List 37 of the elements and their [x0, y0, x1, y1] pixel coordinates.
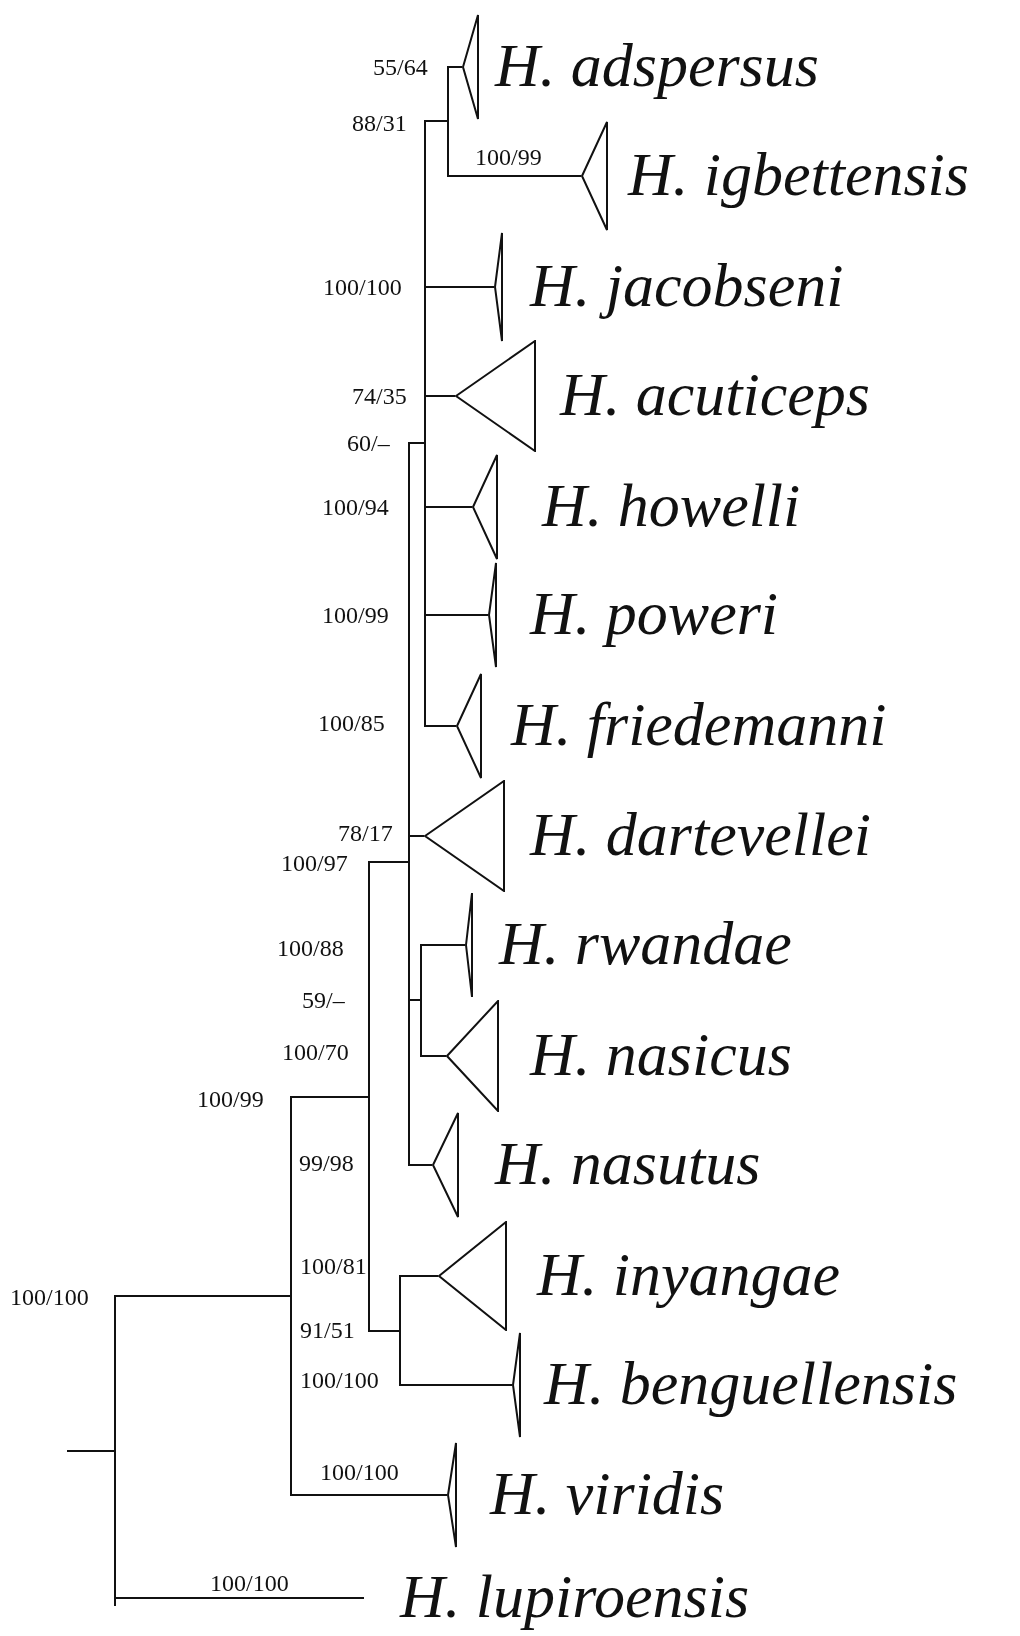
clade-junction-line [420, 944, 422, 1057]
branch-line [369, 1330, 400, 1332]
clade-junction-line [408, 442, 410, 1166]
branch-line [448, 66, 463, 68]
branch-line [369, 861, 409, 863]
branch-line [409, 442, 425, 444]
branch-line [409, 999, 421, 1001]
branch-line [421, 1055, 447, 1057]
taxon-name: H. rwandae [499, 911, 792, 974]
branch-line [291, 1494, 448, 1496]
branch-line [425, 614, 489, 616]
clade-junction-line [447, 66, 449, 177]
branch-line [409, 1164, 433, 1166]
clade-junction-line [424, 120, 426, 727]
taxon-name: H. howelli [542, 473, 801, 536]
branch-line [400, 1384, 513, 1386]
branch-line [115, 1295, 291, 1297]
branch-line [425, 286, 495, 288]
branch-line [425, 506, 473, 508]
branch-line [66, 1450, 115, 1452]
clade-junction-line [114, 1295, 116, 1606]
taxon-name: H. dartevellei [530, 802, 871, 865]
taxon-name: H. nasicus [530, 1022, 792, 1085]
branch-line [409, 835, 425, 837]
clade-junction-line [290, 1096, 292, 1496]
branch-line [400, 1275, 439, 1277]
branch-line [425, 725, 457, 727]
clade-junction-line [368, 861, 370, 1332]
branch-line [291, 1096, 369, 1098]
branch-line [448, 175, 582, 177]
branch-line [115, 1597, 365, 1599]
branch-line [421, 944, 466, 946]
branch-line [425, 120, 448, 122]
taxon-name: H. nasutus [495, 1131, 761, 1194]
taxon-name: H. viridis [490, 1461, 725, 1524]
branch-line [425, 395, 456, 397]
clade-junction-line [399, 1275, 401, 1386]
